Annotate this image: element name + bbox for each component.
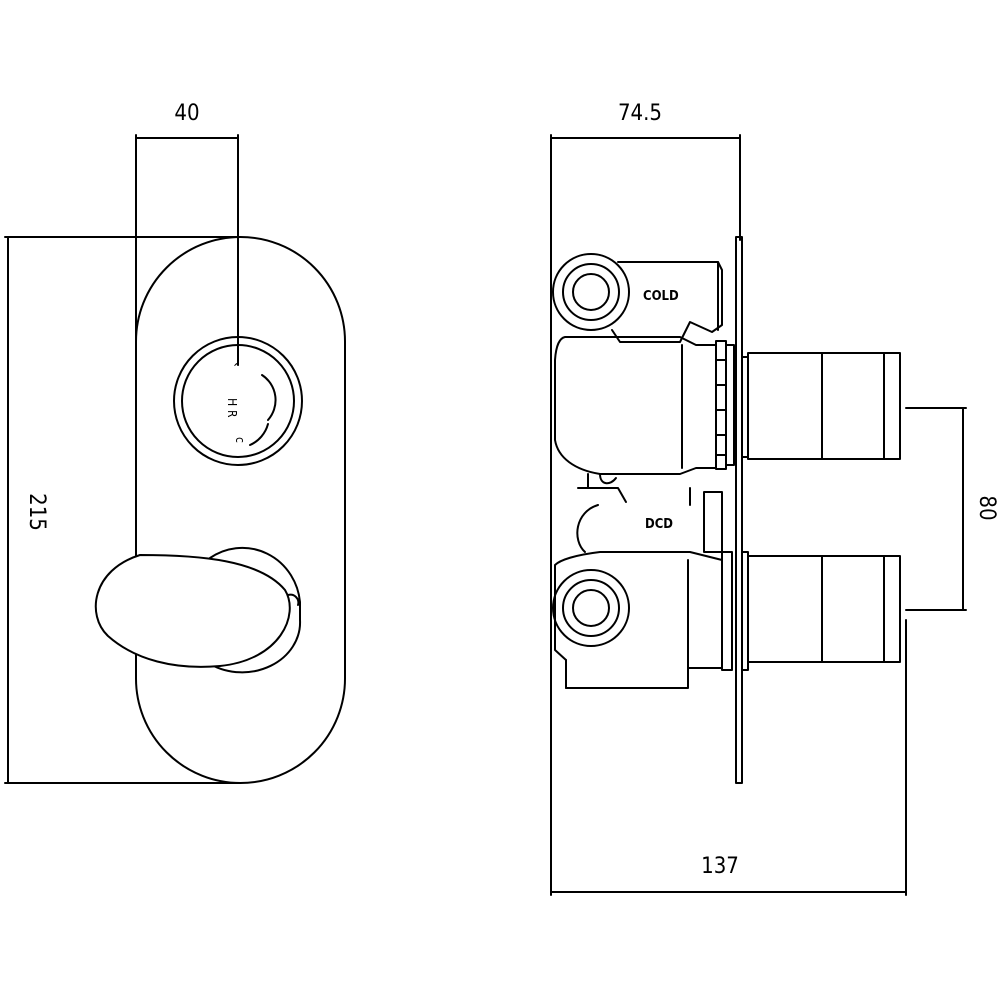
wall-plate-outline	[135, 236, 346, 784]
dial-mark-arrow: ⌃	[232, 361, 241, 375]
temperature-dial	[173, 336, 303, 466]
body-fillet	[599, 473, 617, 485]
dial-range-arc	[249, 423, 269, 446]
outlet-port	[552, 569, 630, 647]
dimension-label-depth: 74.5	[618, 101, 662, 126]
connector-line	[577, 487, 627, 503]
lever-tip-detail	[287, 593, 300, 606]
labels: 40 215 ⌃ H R c COLD DCD 74.5 137 80	[24, 101, 999, 879]
dial-mark-h: H	[225, 398, 239, 406]
lever-handle	[94, 554, 291, 668]
dimension-spacing-80	[905, 407, 967, 611]
valve-body-upper	[554, 261, 735, 485]
dimension-label-overall: 137	[701, 854, 739, 879]
spindle-shaft	[747, 555, 823, 663]
dimension-depth-74-5	[550, 134, 741, 896]
thermostatic-cartridge-body	[554, 336, 717, 475]
connector-curve	[576, 504, 599, 553]
diverter-ring	[721, 551, 733, 671]
lower-spindle	[741, 551, 901, 671]
cold-inlet-housing	[611, 261, 723, 343]
dimension-label-height: 215	[24, 493, 49, 531]
dial-outer-ring	[173, 336, 303, 466]
port-middle-ring	[562, 579, 620, 637]
label-cold: COLD	[643, 289, 679, 304]
port-outer-ring	[552, 569, 630, 647]
dial-mark-r: R	[225, 410, 239, 418]
dimension-overall-137	[550, 619, 907, 896]
front-view	[4, 134, 346, 784]
lever-collar	[209, 546, 302, 674]
dimension-label-width: 40	[174, 101, 199, 126]
upper-spindle	[741, 352, 901, 460]
port-bore	[572, 273, 610, 311]
port-outer-ring	[552, 253, 630, 331]
diverter-body	[554, 551, 723, 689]
dimension-height-215	[4, 236, 241, 784]
spindle-cap	[821, 352, 901, 460]
label-dcd: DCD	[645, 517, 673, 532]
wall-plate-edge	[735, 236, 743, 784]
side-view	[550, 134, 967, 896]
valve-body-lower	[554, 551, 733, 689]
diverter-lever	[94, 546, 302, 674]
port-bore	[572, 589, 610, 627]
cold-inlet-port	[552, 253, 630, 331]
spindle-cap	[821, 555, 901, 663]
dial-inner-ring	[181, 344, 295, 458]
dial-mark-c: c	[233, 437, 247, 443]
dimension-label-spacing: 80	[974, 495, 999, 520]
port-middle-ring	[562, 263, 620, 321]
dial-range-arc	[261, 374, 277, 421]
dimension-width-40	[135, 134, 239, 366]
diverter-housing	[703, 491, 723, 553]
threaded-ring-inner	[725, 344, 735, 466]
spindle-shaft	[747, 352, 823, 460]
valve-body-middle	[576, 473, 723, 553]
